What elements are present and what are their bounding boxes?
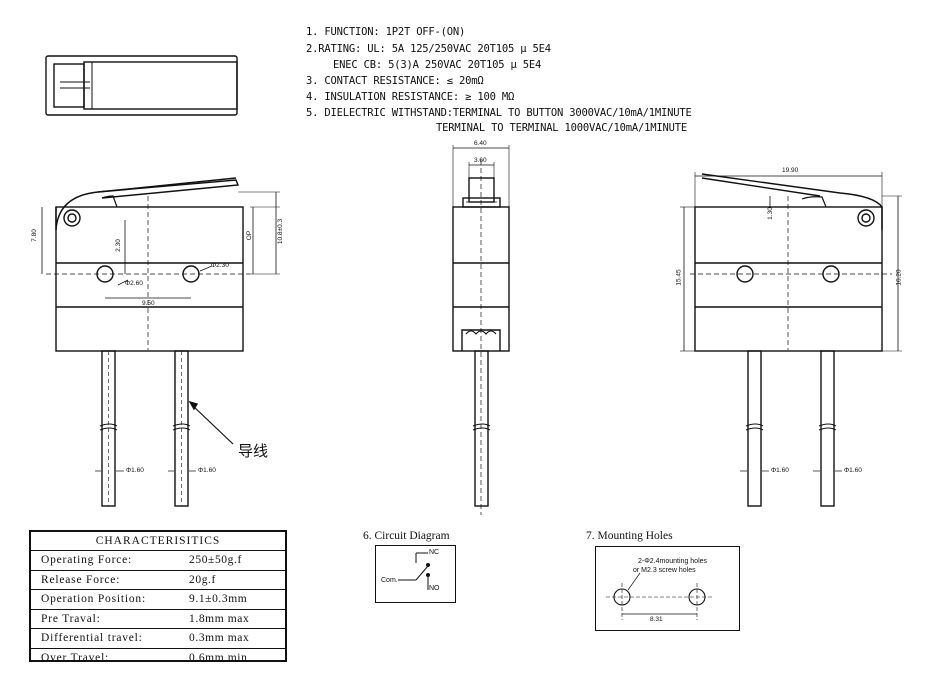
dim-right-h1: 1.30	[766, 207, 774, 220]
dim-right-h3: 16.20	[895, 269, 903, 286]
dim-front-h3: OP	[246, 230, 254, 241]
spec-rating-enec: ENEC CB: 5(3)A 250VAC 20T105 μ 5E4	[333, 59, 542, 71]
char-value: 1.8mm max	[189, 612, 250, 625]
char-value: 250±50g.f	[189, 554, 242, 566]
side-view	[452, 145, 510, 515]
dim-front-h4: 10.8±0.3	[277, 218, 285, 245]
dim-right-h2: 15.45	[675, 269, 683, 286]
spec-insulation-resistance: 4. INSULATION RESISTANCE: ≥ 100 MΩ	[306, 91, 515, 103]
front-view	[41, 177, 280, 507]
mounting-note-2: or M2.3 screw holes	[633, 567, 696, 574]
dim-front-h1: 7.80	[30, 229, 38, 242]
mounting-note-1: 2-Φ2.4mounting holes	[638, 558, 708, 565]
table-row: Over Travel: 0.6mm min	[31, 649, 285, 668]
table-row: Operation Position: 9.1±0.3mm	[31, 590, 285, 610]
mounting-holes-box	[595, 546, 740, 631]
char-key: Pre Traval:	[41, 612, 101, 625]
mounting-holes-title: 7. Mounting Holes	[586, 530, 673, 542]
spec-rating-ul: 2.RATING: UL: 5A 125/250VAC 20T105 μ 5E4	[306, 43, 551, 55]
dim-front-wire-d2: Φ1.60	[198, 467, 216, 474]
spec-function: 1. FUNCTION: 1P2T OFF-(ON)	[306, 26, 466, 38]
char-key: Differential travel:	[41, 632, 143, 645]
dim-right-wire-d2: Φ1.60	[844, 467, 862, 474]
dim-front-wire-d1: Φ1.60	[126, 467, 144, 474]
lead-wire-label: 导线	[238, 442, 269, 460]
table-row: Differential travel: 0.3mm max	[31, 629, 285, 649]
circuit-nc-label: NC	[429, 549, 440, 556]
characteristics-table: CHARACTERISITICS Operating Force: 250±50g…	[29, 530, 287, 664]
dim-side-w1: 6.40	[474, 140, 487, 147]
char-value: 20g.f	[189, 573, 216, 586]
table-row: Operating Force: 250±50g.f	[31, 551, 285, 571]
dim-side-w2: 3.60	[474, 157, 487, 164]
dim-front-pitch: 9.50	[142, 300, 155, 307]
dim-right-w: 19.90	[782, 167, 799, 174]
dim-front-h2: 2.30	[114, 239, 122, 252]
circuit-symbol	[398, 552, 430, 590]
dim-right-wire-d1: Φ1.60	[771, 467, 789, 474]
spec-dielectric-2: TERMINAL TO TERMINAL 1000VAC/10mA/1MINUT…	[436, 122, 687, 134]
dim-front-hole-d: Φ2.60	[125, 280, 143, 287]
char-value: 0.6mm min	[189, 651, 248, 664]
char-value: 0.3mm max	[189, 632, 250, 645]
top-view	[45, 55, 238, 116]
circuit-no-label: NO	[429, 585, 440, 592]
spec-contact-resistance: 3. CONTACT RESISTANCE: ≤ 20mΩ	[306, 75, 484, 87]
spec-dielectric-1: 5. DIELECTRIC WITHSTAND:TERMINAL TO BUTT…	[306, 107, 692, 119]
char-key: Over Travel:	[41, 651, 110, 664]
char-key: Release Force:	[41, 573, 121, 586]
characteristics-title: CHARACTERISITICS	[31, 532, 285, 551]
table-row: Release Force: 20g.f	[31, 571, 285, 591]
char-value: 9.1±0.3mm	[189, 593, 248, 606]
mounting-pitch: 8.31	[650, 616, 663, 623]
char-key: Operation Position:	[41, 593, 146, 606]
table-row: Pre Traval: 1.8mm max	[31, 610, 285, 630]
circuit-diagram-box	[375, 545, 456, 603]
mounting-holes-drawing	[606, 572, 712, 620]
char-key: Operating Force:	[41, 554, 133, 566]
dim-front-hole-d2: Φ2.30	[211, 262, 229, 269]
circuit-com-label: Com.	[381, 577, 398, 584]
right-view	[680, 172, 902, 507]
circuit-diagram-title: 6. Circuit Diagram	[363, 530, 450, 542]
